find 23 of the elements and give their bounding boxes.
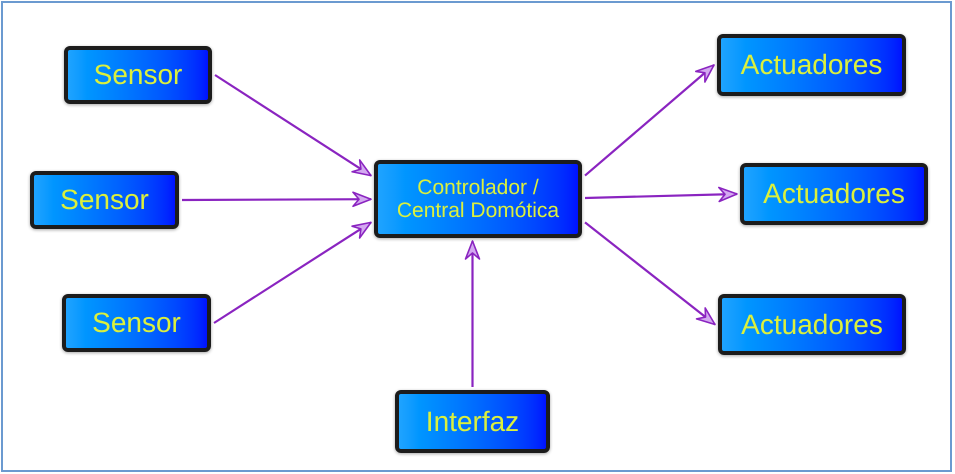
node-label: Controlador / Central Domótica [396, 176, 560, 222]
arrow [584, 186, 738, 202]
arrow [584, 64, 715, 176]
node-label: Actuadores [741, 310, 883, 338]
node-label: Interfaz [426, 408, 520, 436]
process-box [740, 163, 928, 225]
arrow [464, 240, 480, 387]
process-box [395, 390, 550, 453]
process-box [718, 294, 906, 355]
arrow [182, 191, 372, 208]
arrow [584, 222, 716, 326]
process-box [374, 160, 582, 238]
node-label: Actuadores [763, 180, 905, 208]
process-box [717, 34, 906, 96]
node-label: Actuadores [740, 51, 882, 79]
node-label: Sensor [94, 61, 182, 89]
arrow [214, 74, 372, 177]
process-box [62, 294, 211, 352]
process-box [30, 171, 179, 229]
process-box [64, 46, 212, 104]
node-label: Sensor [92, 309, 181, 337]
node-label: Sensor [60, 186, 149, 214]
arrow [213, 221, 372, 324]
